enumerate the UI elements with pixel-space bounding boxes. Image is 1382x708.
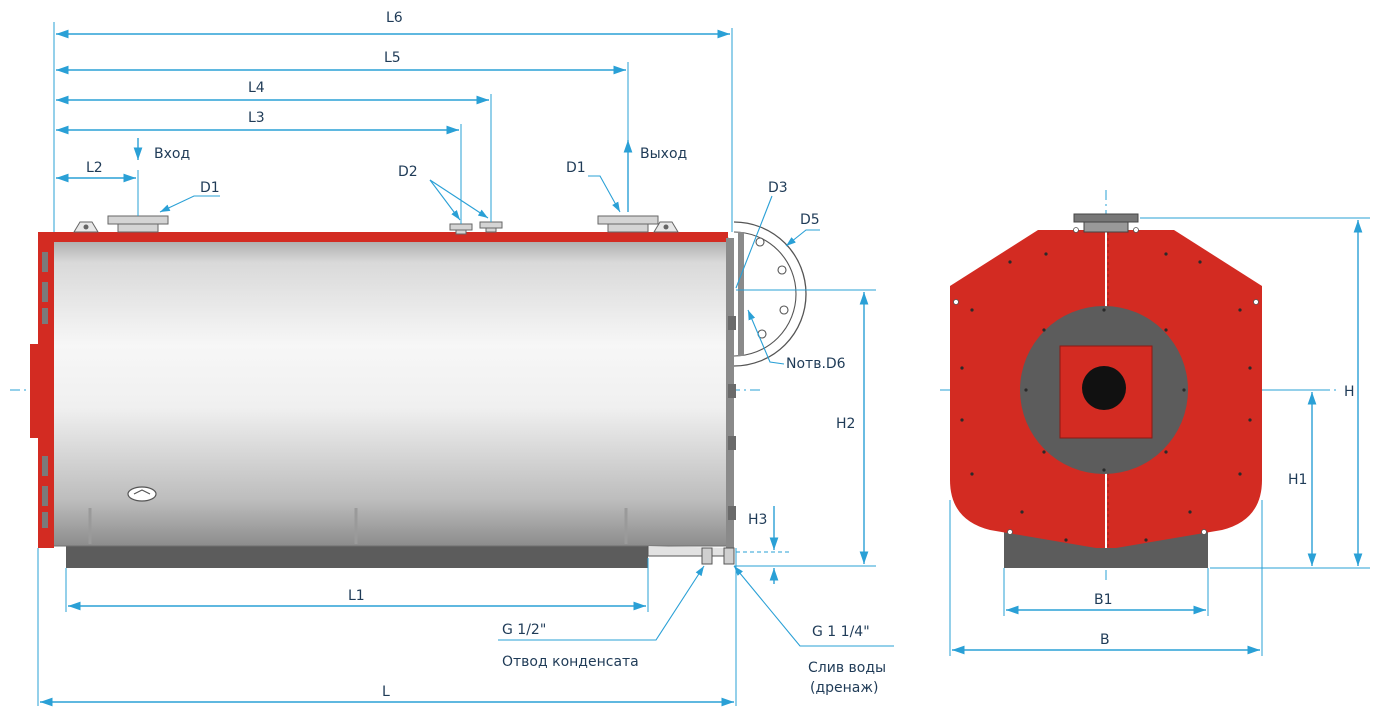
label-condensate: Отвод конденсата xyxy=(502,654,639,670)
flue-flange-outer xyxy=(733,221,807,367)
front-hinges xyxy=(42,252,48,528)
label-l3: L3 xyxy=(248,110,265,126)
label-d1-left: D1 xyxy=(200,180,220,196)
side-view: L6 L5 L4 L3 L2 Вход Выход D1 D1 D2 D3 D5… xyxy=(10,10,894,707)
label-l4: L4 xyxy=(248,80,265,96)
label-l5: L5 xyxy=(384,50,401,66)
label-h3: H3 xyxy=(748,512,767,528)
drain-outlet xyxy=(723,547,735,565)
label-drain-size: G 1 1/4" xyxy=(812,624,870,640)
logo-mark xyxy=(133,489,151,495)
base-frame xyxy=(66,544,648,568)
front-top-flange xyxy=(1073,213,1139,223)
label-d2: D2 xyxy=(398,164,418,180)
label-n-holes: Nотв.D6 xyxy=(786,356,846,372)
inlet-nozzle xyxy=(107,215,169,233)
burner-hole xyxy=(1082,366,1126,410)
lug-hole xyxy=(83,224,89,230)
label-h2: H2 xyxy=(836,416,855,432)
label-h1: H1 xyxy=(1288,472,1307,488)
top-band xyxy=(52,232,728,242)
label-inlet: Вход xyxy=(154,146,190,162)
lug-hole xyxy=(663,224,669,230)
label-h: H xyxy=(1344,384,1355,400)
leader-n-holes xyxy=(747,309,785,365)
front-rivets xyxy=(960,252,1252,542)
label-d5: D5 xyxy=(800,212,820,228)
front-view: B1 B H1 H xyxy=(940,190,1370,656)
front-top-nozzle xyxy=(1083,221,1129,233)
label-l1: L1 xyxy=(348,588,365,604)
label-drain: Слив воды xyxy=(808,660,886,676)
leader-condensate xyxy=(498,565,705,641)
label-condensate-size: G 1/2" xyxy=(502,622,546,638)
leader-d3 xyxy=(735,195,773,289)
label-l2: L2 xyxy=(86,160,103,176)
leader-d2-a xyxy=(429,179,461,221)
condensate-pipe xyxy=(647,546,731,557)
logo-plate xyxy=(127,486,157,502)
flange-bolt-holes xyxy=(755,237,789,339)
label-d3: D3 xyxy=(768,180,788,196)
label-d1-right: D1 xyxy=(566,160,586,176)
label-b: B xyxy=(1100,632,1110,648)
leader-d1-left xyxy=(159,195,220,213)
leader-d2-b xyxy=(429,179,489,219)
boiler-shell xyxy=(51,237,729,547)
outlet-nozzle xyxy=(597,215,659,233)
leader-d1-right xyxy=(588,175,621,213)
burner-plate xyxy=(30,344,40,438)
rear-fittings xyxy=(728,316,736,520)
leader-drain xyxy=(733,565,894,647)
shell-stiffeners xyxy=(88,508,628,544)
front-lifting-holes xyxy=(953,227,1259,535)
label-outlet: Выход xyxy=(640,146,687,162)
label-l6: L6 xyxy=(386,10,403,26)
flue-collar xyxy=(738,232,744,356)
label-drain-sub: (дренаж) xyxy=(810,680,878,696)
leader-d5 xyxy=(785,229,820,247)
condensate-outlet xyxy=(701,547,713,565)
label-l: L xyxy=(382,684,390,700)
label-b1: B1 xyxy=(1094,592,1113,608)
